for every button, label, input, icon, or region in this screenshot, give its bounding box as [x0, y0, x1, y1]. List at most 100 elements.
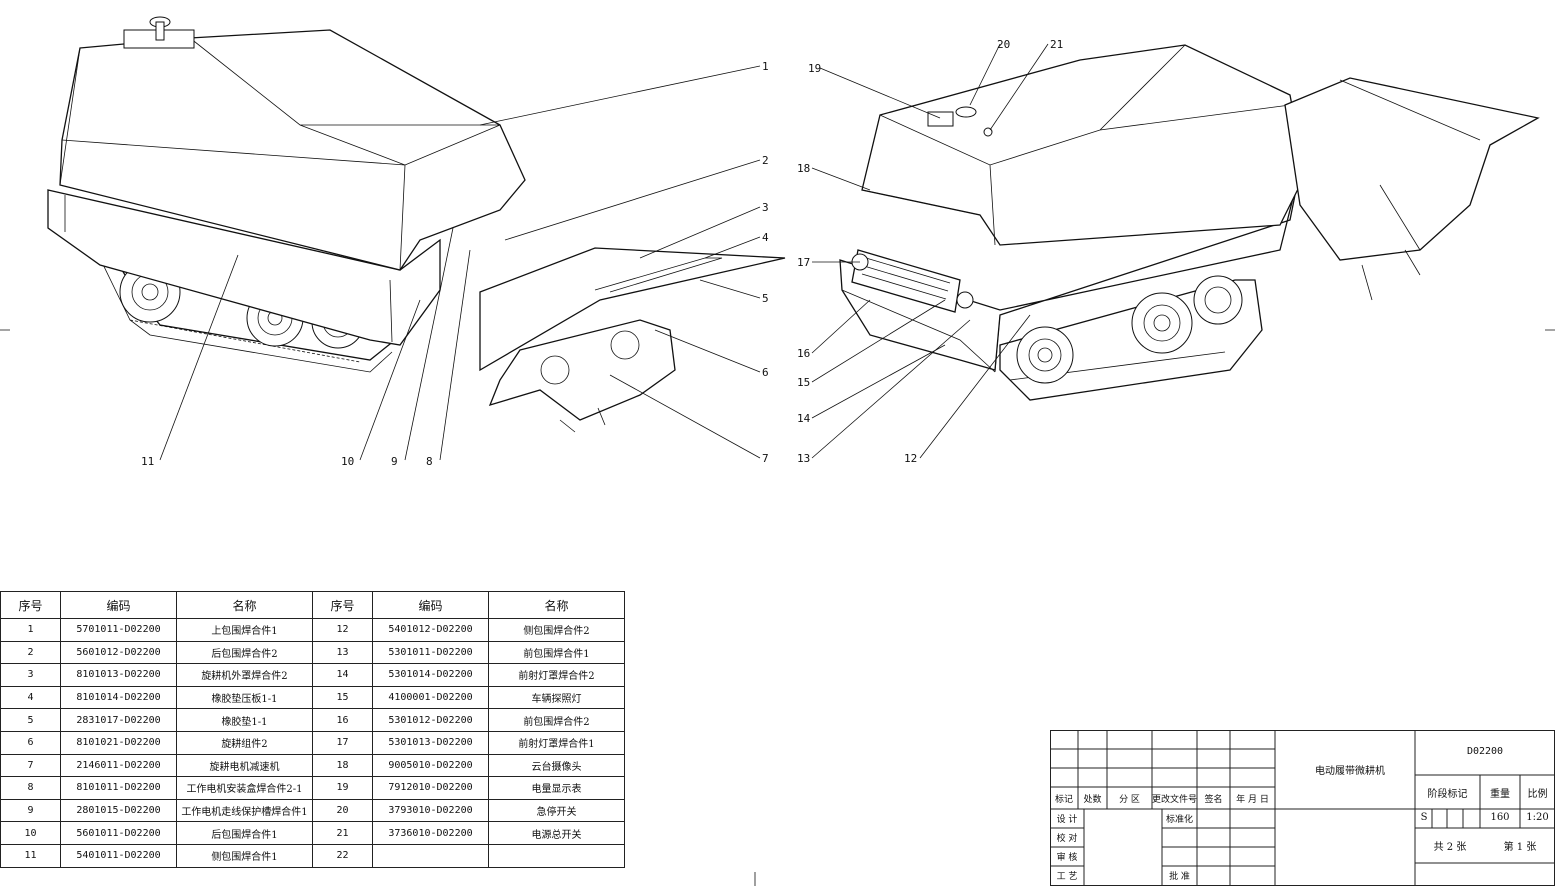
cell: 电源总开关: [488, 821, 625, 845]
bom-header-code: 编码: [60, 591, 177, 619]
cell: 6: [0, 730, 61, 755]
cell: 5301014-D02200: [372, 663, 489, 687]
cell: 11: [0, 843, 61, 868]
rev-header-doc: 更改文件号: [1152, 795, 1198, 805]
callout-9: 9: [391, 455, 398, 468]
cell: 9005010-D02200: [372, 753, 489, 778]
callout-16: 16: [797, 347, 810, 360]
callout-11: 11: [141, 455, 154, 468]
title-block: 电动履带微耕机 D02200 阶段标记 重量 比例 S 160 1:20 共 2…: [1050, 730, 1555, 886]
rev-header-sign: 签名: [1204, 795, 1223, 805]
right-wheel-1: [1016, 326, 1074, 384]
bom-header-code-2: 编码: [372, 591, 489, 619]
cell: 侧包围焊合件1: [176, 843, 313, 868]
cell: 7912010-D02200: [372, 776, 489, 800]
cell: 前射灯罩焊合件1: [488, 730, 625, 755]
bom-header-row: 序号 编码 名称 序号 编码 名称: [0, 591, 625, 619]
callout-17: 17: [797, 256, 810, 269]
right-isometric-view: 19 20 21 18 17 16 15 14 13 12: [797, 38, 1540, 465]
bom-header-name-2: 名称: [488, 591, 625, 619]
cell: 前包围焊合件1: [488, 640, 625, 665]
cell: 19: [312, 776, 373, 800]
cell: 15: [312, 685, 373, 710]
cell: 2801015-D02200: [60, 798, 177, 823]
cell: 车辆探照灯: [488, 685, 625, 710]
callout-10: 10: [341, 455, 354, 468]
cell: 急停开关: [488, 798, 625, 823]
cell: 5401012-D02200: [372, 618, 489, 642]
role-review: 审 核: [1056, 853, 1078, 863]
weight-label: 重量: [1490, 789, 1510, 800]
total-sheets: 共 2 张: [1433, 842, 1467, 853]
right-upper-body: [861, 44, 1306, 246]
cell: 橡胶垫压板1-1: [176, 685, 313, 710]
cell: 3793010-D02200: [372, 798, 489, 823]
left-upper-body: [59, 29, 526, 271]
stage-value: S: [1420, 812, 1428, 823]
scale-label: 比例: [1527, 789, 1548, 800]
cell: [488, 843, 625, 868]
drawing-number: D02200: [1466, 746, 1504, 757]
bom-header-name: 名称: [176, 591, 313, 619]
cell: 3: [0, 663, 61, 687]
left-lower-skirt: [47, 189, 441, 346]
stage-mark-label: 阶段标记: [1427, 789, 1468, 800]
cell: 8101013-D02200: [60, 663, 177, 687]
cell: [372, 843, 489, 868]
callout-7: 7: [762, 452, 769, 465]
cell: 7: [0, 753, 61, 778]
left-isometric-view: 1 2 3 4 5 6 7 8 9 10 11: [47, 16, 786, 468]
callout-12: 12: [904, 452, 917, 465]
cell: 5: [0, 708, 61, 732]
callout-13: 13: [797, 452, 810, 465]
cell: 12: [312, 618, 373, 642]
rev-header-zone: 分 区: [1119, 795, 1140, 805]
left-tiller-blades: [488, 319, 676, 421]
callout-6: 6: [762, 366, 769, 379]
cell: 16: [312, 708, 373, 732]
cell: 5601011-D02200: [60, 821, 177, 845]
callout-1: 1: [762, 60, 769, 73]
cell: 21: [312, 821, 373, 845]
product-name: 电动履带微耕机: [1315, 766, 1385, 777]
role-design: 设 计: [1056, 815, 1078, 825]
rev-header-mark: 标记: [1054, 795, 1073, 805]
callout-18: 18: [797, 162, 810, 175]
cell: 旋耕电机减速机: [176, 753, 313, 778]
bom-header-no: 序号: [0, 591, 61, 619]
cell: 橡胶垫1-1: [176, 708, 313, 732]
role-check: 校 对: [1056, 834, 1078, 844]
weight-value: 160: [1490, 812, 1510, 823]
cell: 前射灯罩焊合件2: [488, 663, 625, 687]
rev-header-count: 处数: [1083, 795, 1102, 805]
cell: 云台摄像头: [488, 753, 625, 778]
standardize-label: 标准化: [1165, 815, 1193, 825]
callout-20: 20: [997, 38, 1010, 51]
cell: 5401011-D02200: [60, 843, 177, 868]
callout-21: 21: [1050, 38, 1063, 51]
cell: 旋耕组件2: [176, 730, 313, 755]
callout-8: 8: [426, 455, 433, 468]
cell: 5601012-D02200: [60, 640, 177, 665]
cell: 9: [0, 798, 61, 823]
front-light-panel: [851, 249, 961, 313]
cell: 8: [0, 776, 61, 800]
right-tiller-cover: [1284, 77, 1540, 261]
cell: 18: [312, 753, 373, 778]
cell: 旋耕机外罩焊合件2: [176, 663, 313, 687]
callout-5: 5: [762, 292, 769, 305]
cell: 1: [0, 618, 61, 642]
cell: 22: [312, 843, 373, 868]
scale-value: 1:20: [1526, 812, 1549, 823]
